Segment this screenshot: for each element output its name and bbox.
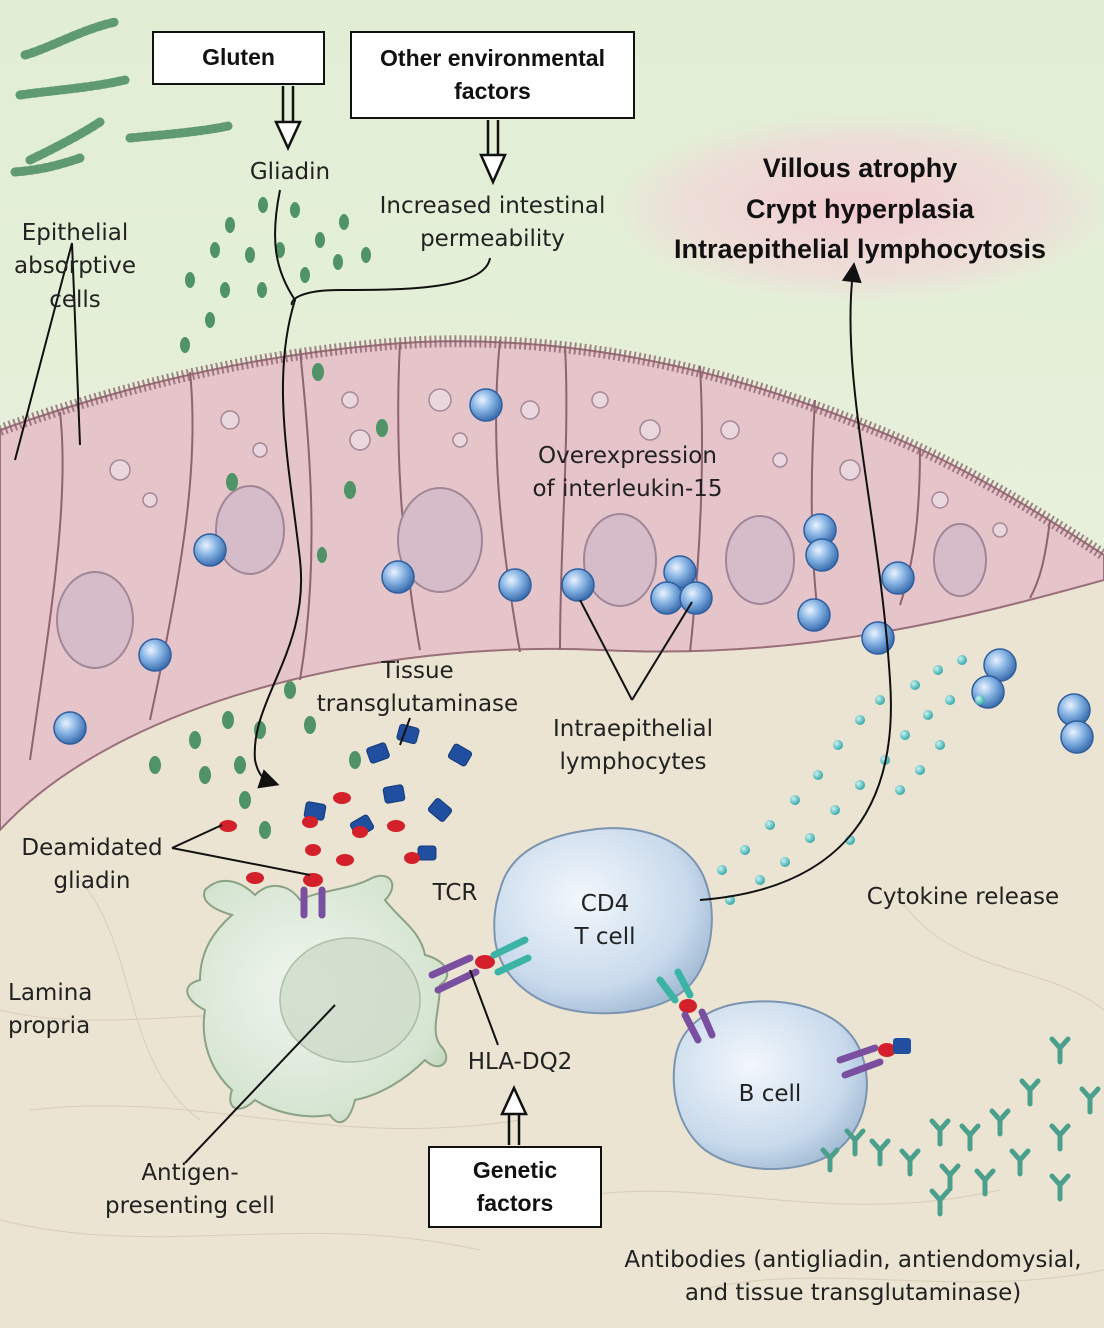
transglutaminase-label: Tissue transglutaminase <box>305 655 530 722</box>
apc-line-2: presenting cell <box>105 1193 275 1220</box>
gliadin-path-arrow <box>253 189 303 789</box>
iel-line-2: lymphocytes <box>559 749 707 776</box>
deamidated-line-1: Deamidated <box>21 835 163 861</box>
lamina-line-2: propria <box>8 1013 91 1040</box>
permeability-line-2: permeability <box>420 226 565 253</box>
lymphocyte <box>797 598 831 632</box>
lymphocyte <box>381 560 415 594</box>
apc-nucleus <box>279 937 421 1063</box>
genetic-to-hla-arrow <box>500 1085 528 1145</box>
epithelial-line-3: cells <box>49 286 101 313</box>
gliadin-particles <box>149 197 388 839</box>
b-cell-receptor <box>836 1038 911 1079</box>
outcome-intraepithelial-lymphocytosis: Intraepithelial lymphocytosis <box>673 234 1047 264</box>
lamina-fibers <box>0 879 1104 1291</box>
deamidated-gliadin-label: Deamidated gliadin <box>12 832 172 899</box>
vacuoles <box>109 388 1008 538</box>
leader-lines <box>14 242 693 1164</box>
b-cell-label: B cell <box>738 1081 802 1107</box>
intraepithelial-lymphocytes-label: Intraepithelial lymphocytes <box>538 713 728 780</box>
cd4-t-cell-label: CD4 T cell <box>555 888 655 955</box>
genetic-box-line-2: factors <box>476 1190 554 1216</box>
cytokine-release-label: Cytokine release <box>866 884 1060 910</box>
antibodies-line-1: Antibodies (antigliadin, antiendomysial, <box>624 1247 1082 1273</box>
permeability-curve <box>290 257 491 306</box>
lamina-line-1: Lamina <box>8 980 93 1006</box>
deamidated-gliadin-particles <box>219 792 420 884</box>
outcome-glow <box>612 113 1104 303</box>
lymphocyte <box>881 561 915 595</box>
interleukin-line-1: Overexpression <box>538 443 717 469</box>
gliadin-label: Gliadin <box>249 159 331 185</box>
hla-dq2-label: HLA-DQ2 <box>467 1049 573 1075</box>
lymphocyte <box>650 581 684 615</box>
outcome-text: Villous atrophy Crypt hyperplasia Intrae… <box>655 148 1065 270</box>
lymphocyte <box>805 538 839 572</box>
gluten-box: Gluten <box>152 31 325 85</box>
lymphocyte <box>498 568 532 602</box>
tcr-hla-complex <box>428 936 532 994</box>
antibodies-label: Antibodies (antigliadin, antiendomysial,… <box>608 1244 1098 1311</box>
gluten-to-gliadin-arrow <box>274 86 302 151</box>
environmental-box-line-1: Other environmental <box>380 44 605 71</box>
lymphocyte <box>1060 720 1094 754</box>
tcr-label: TCR <box>432 880 478 906</box>
gluten-box-label: Gluten <box>202 44 275 71</box>
lymphocyte <box>469 388 503 422</box>
lymphocyte <box>53 711 87 745</box>
epithelial-line-2: absorptive <box>14 253 136 280</box>
antibodies-line-2: and tissue transglutaminase) <box>684 1280 1022 1307</box>
lymphocyte <box>138 638 172 672</box>
environmental-box-line-2: factors <box>454 78 531 104</box>
permeability-label: Increased intestinal permeability <box>360 190 625 257</box>
epithelial-line-1: Epithelial <box>21 220 129 246</box>
cd4-t-cell <box>493 827 713 1015</box>
lymphocyte <box>679 581 713 615</box>
outcome-crypt-hyperplasia: Crypt hyperplasia <box>745 193 975 224</box>
genetic-box-line-1: Genetic <box>472 1156 558 1183</box>
permeability-line-1: Increased intestinal <box>379 193 606 219</box>
antigen-presenting-cell-label: Antigen- presenting cell <box>90 1157 290 1224</box>
nuclei <box>56 485 987 669</box>
interleukin-label: Overexpression of interleukin-15 <box>515 440 740 507</box>
iel-line-1: Intraepithelial <box>552 716 714 742</box>
gluten-fibrils <box>10 17 233 177</box>
lamina-propria-label: Lamina propria <box>8 977 108 1044</box>
genetic-factors-box: Genetic factors <box>428 1146 602 1228</box>
brush-border <box>0 335 1104 561</box>
antibodies <box>820 1036 1101 1217</box>
t-b-cell-complex <box>656 968 716 1044</box>
outcome-villous-atrophy: Villous atrophy <box>762 153 958 183</box>
transglutaminase-line-2: transglutaminase <box>316 691 519 718</box>
cytokine-to-outcome-arrow <box>699 262 892 901</box>
epithelial-cells-label: Epithelial absorptive cells <box>5 217 145 317</box>
lymphocyte <box>193 533 227 567</box>
transglutaminase-line-1: Tissue <box>381 658 454 684</box>
interleukin-line-2: of interleukin-15 <box>532 476 723 503</box>
lymphocyte <box>561 568 595 602</box>
environment-to-permeability-arrow <box>479 120 507 186</box>
lymphocyte <box>861 621 895 655</box>
deamidated-line-2: gliadin <box>53 868 131 895</box>
b-cell <box>672 1000 868 1170</box>
apc-line-1: Antigen- <box>141 1160 239 1186</box>
environmental-factors-box: Other environmental factors <box>350 31 635 119</box>
hla-dq2-apc-top <box>300 873 326 919</box>
cd4-line-1: CD4 <box>580 891 630 917</box>
cd4-line-2: T cell <box>574 924 636 951</box>
